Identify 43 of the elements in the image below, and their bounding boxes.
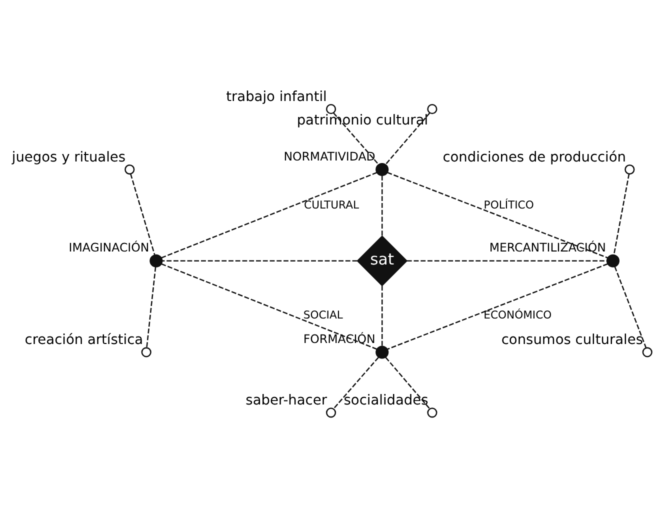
node-label: IMAGINACIÓN (68, 240, 150, 254)
node-label: patrimonio cultural (296, 112, 428, 128)
node-label: consumos culturales (501, 332, 644, 348)
connector (387, 262, 608, 350)
node-label: saber-hacer (246, 392, 327, 408)
node-circle (606, 254, 620, 267)
connector (387, 171, 608, 258)
node-circle (141, 346, 152, 357)
node-circle (124, 164, 135, 174)
node-label: trabajo infantil (226, 88, 327, 104)
connector (333, 112, 379, 164)
connector (406, 260, 607, 261)
connector (613, 173, 630, 254)
edge-label: SOCIAL (303, 308, 343, 322)
node-label: socialidades (344, 392, 428, 408)
node-label: condiciones de producción (442, 148, 626, 165)
node-circle (326, 407, 336, 418)
connector (381, 175, 383, 236)
node-circle (427, 407, 438, 418)
node-circle (150, 254, 163, 267)
node-circle (376, 162, 389, 176)
node-diamond: sat (356, 234, 408, 286)
connector (381, 285, 383, 346)
node-circle (427, 104, 438, 114)
connector (161, 171, 378, 258)
node-circle (376, 345, 389, 358)
edge-label: POLÍTICO (484, 198, 534, 212)
connector (333, 356, 379, 409)
node-label: creación artística (24, 332, 144, 348)
connector (161, 262, 377, 350)
connector (130, 173, 156, 254)
connector (162, 260, 358, 261)
node-circle (326, 104, 336, 114)
connector (385, 112, 430, 164)
connector (385, 356, 430, 409)
node-label: NORMATIVIDAD (284, 148, 376, 163)
node-circle (624, 164, 635, 174)
node-circle (642, 346, 652, 357)
edge-label: CULTURAL (304, 198, 359, 212)
connector (614, 266, 647, 348)
connector (146, 266, 156, 348)
node-label: juegos y rituales (12, 148, 126, 165)
edge-label: ECONÓMICO (484, 308, 552, 322)
